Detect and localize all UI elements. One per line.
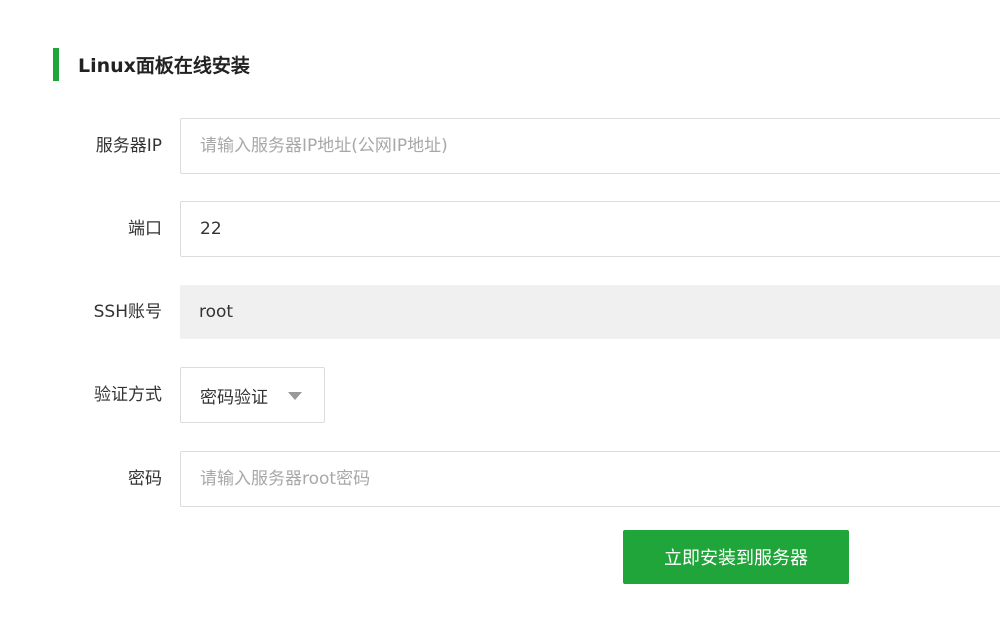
ssh-account-input xyxy=(180,285,1000,339)
port-label: 端口 xyxy=(128,219,162,239)
section-title: Linux面板在线安装 xyxy=(78,55,250,77)
install-to-server-button[interactable]: 立即安装到服务器 xyxy=(623,530,849,584)
form-row-port: 端口 xyxy=(0,201,1000,257)
caret-down-icon xyxy=(288,392,302,400)
form-row-password: 密码 xyxy=(0,451,1000,507)
server-ip-label: 服务器IP xyxy=(95,136,162,156)
section-header: Linux面板在线安装 xyxy=(53,48,250,81)
port-input[interactable] xyxy=(180,201,1000,257)
form-row-ssh-account: SSH账号 xyxy=(0,284,1000,340)
title-accent-bar xyxy=(53,48,59,81)
auth-method-selected-value: 密码验证 xyxy=(200,387,268,408)
ssh-account-label: SSH账号 xyxy=(93,302,162,322)
server-ip-input[interactable] xyxy=(180,118,1000,174)
form-row-server-ip: 服务器IP xyxy=(0,118,1000,174)
password-label: 密码 xyxy=(128,469,162,489)
auth-method-select[interactable]: 密码验证 xyxy=(180,367,325,423)
form-row-auth-method: 验证方式 密码验证 xyxy=(0,367,1000,423)
auth-method-label: 验证方式 xyxy=(94,385,162,405)
password-input[interactable] xyxy=(180,451,1000,507)
